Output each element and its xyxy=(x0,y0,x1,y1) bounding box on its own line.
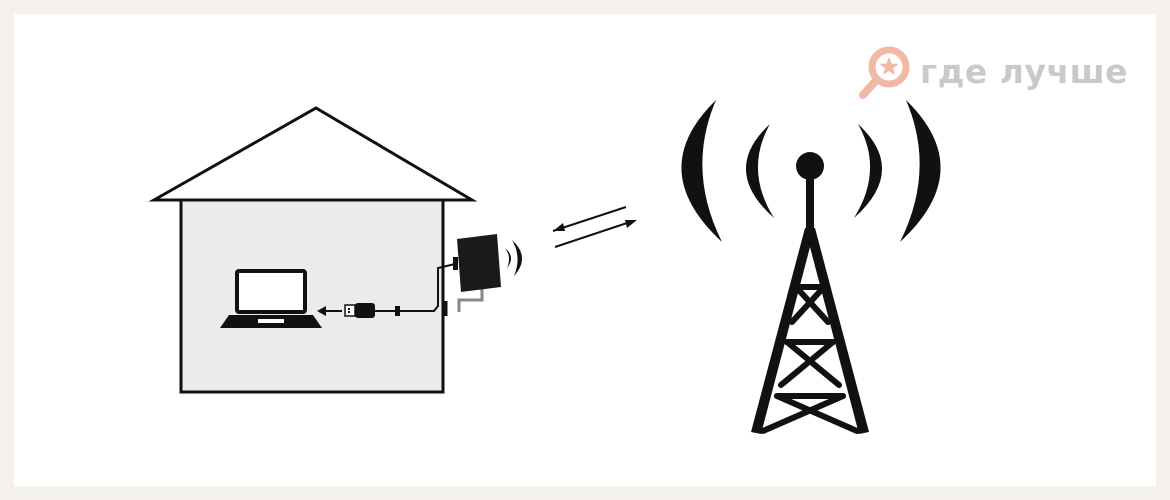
two-way-arrows-icon xyxy=(552,206,637,248)
usb-modem-icon xyxy=(344,303,375,318)
house-wall xyxy=(179,198,445,394)
house-roof xyxy=(148,106,478,202)
cell-tower-icon xyxy=(751,152,869,434)
logo-text: где лучше xyxy=(920,52,1129,91)
antenna-waves-icon xyxy=(505,240,523,276)
laptop-icon xyxy=(220,269,322,328)
house xyxy=(148,106,478,394)
logo: где лучше xyxy=(858,44,1128,100)
panel-antenna-icon xyxy=(444,234,501,316)
arrow-left-icon xyxy=(317,306,342,316)
tower-waves-icon xyxy=(681,100,941,242)
magnifier-star-icon xyxy=(859,46,910,99)
cable xyxy=(375,263,456,316)
